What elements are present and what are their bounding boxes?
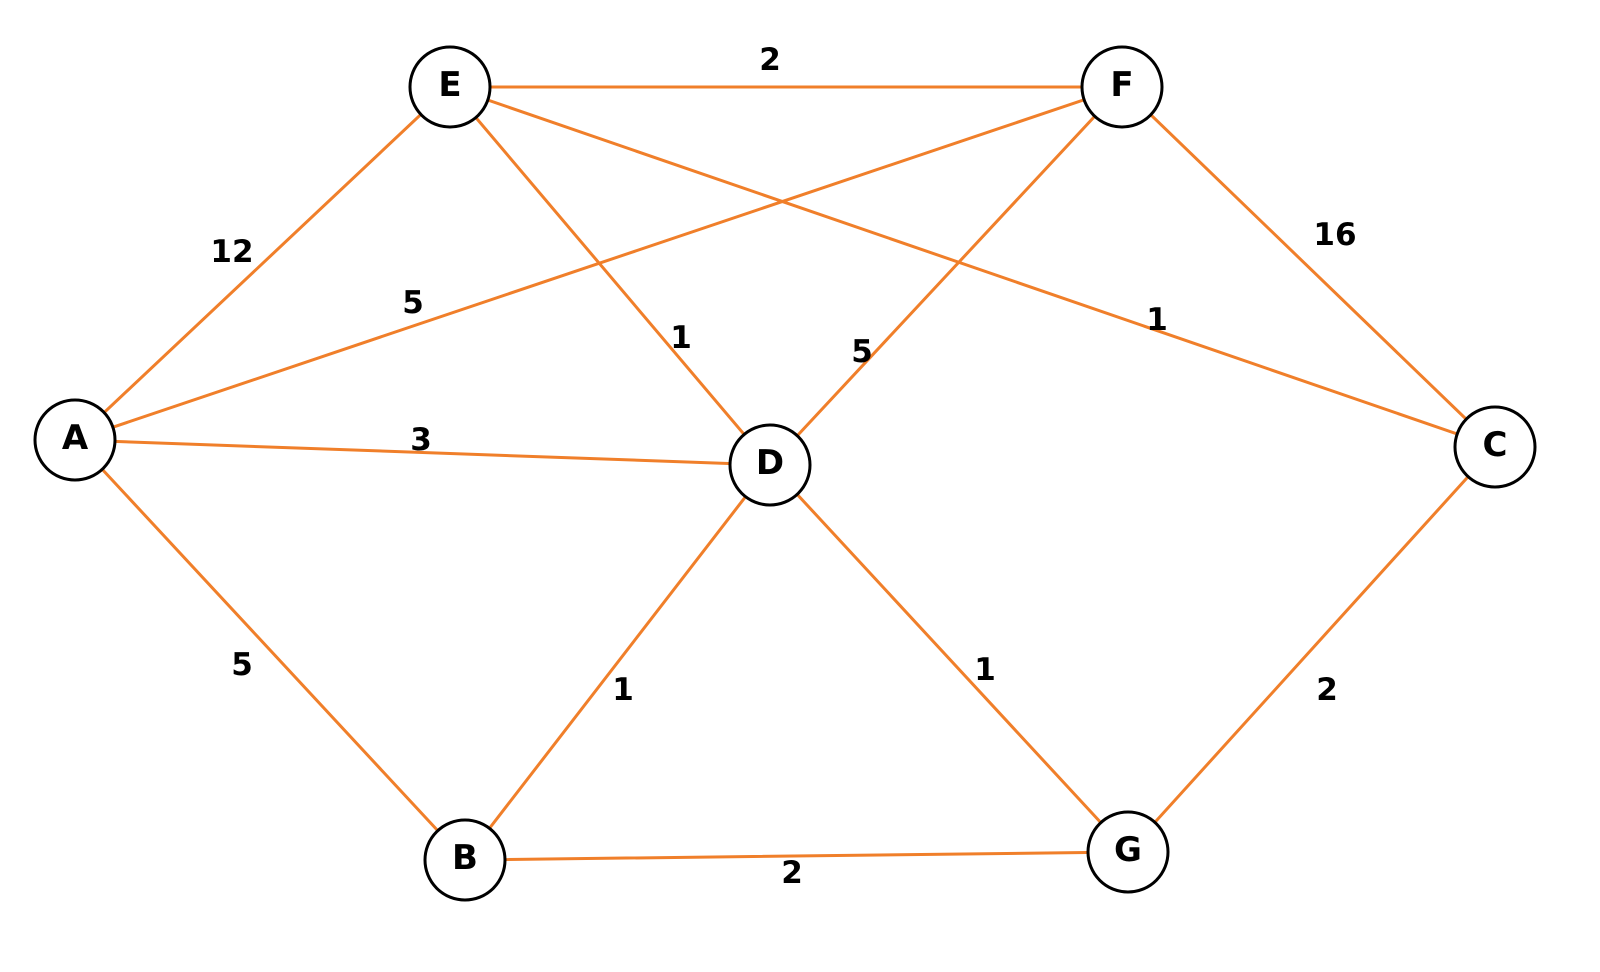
- edge-a-b: [73, 438, 467, 862]
- node-e: E: [408, 45, 492, 129]
- edge-e-c: [448, 85, 1497, 449]
- node-circle-a: [33, 398, 117, 482]
- edge-weight-f-c: 16: [1313, 217, 1356, 253]
- node-label-d: D: [756, 443, 784, 483]
- nodes-layer: A E F C D B G: [33, 45, 1537, 902]
- edge-d-g: [768, 463, 1130, 854]
- node-circle-d: [728, 423, 812, 507]
- edge-weight-d-b: 1: [612, 672, 634, 708]
- edge-e-d: [448, 85, 772, 467]
- edge-weight-f-d: 5: [851, 334, 873, 370]
- edge-weight-d-g: 1: [974, 652, 996, 688]
- edge-b-g: [463, 850, 1130, 862]
- node-label-g: G: [1114, 830, 1142, 870]
- node-label-f: F: [1110, 65, 1133, 105]
- node-circle-e: [408, 45, 492, 129]
- edge-weight-e-f: 2: [759, 42, 781, 78]
- edge-weight-e-d: 1: [670, 320, 692, 356]
- edge-a-d: [73, 438, 772, 467]
- edge-d-b: [463, 463, 772, 862]
- edge-weight-c-g: 2: [1316, 672, 1338, 708]
- edges-layer: [73, 85, 1497, 862]
- node-circle-c: [1453, 405, 1537, 489]
- node-c: C: [1453, 405, 1537, 489]
- node-label-e: E: [438, 65, 461, 105]
- edge-a-e: [73, 85, 452, 442]
- node-circle-g: [1086, 810, 1170, 894]
- node-circle-b: [423, 818, 507, 902]
- node-label-b: B: [452, 838, 478, 878]
- node-b: B: [423, 818, 507, 902]
- node-f: F: [1080, 45, 1164, 129]
- edge-f-c: [1120, 85, 1497, 449]
- edge-weight-a-e: 12: [210, 234, 253, 270]
- node-label-c: C: [1483, 425, 1508, 465]
- node-label-a: A: [62, 418, 89, 458]
- edge-weight-b-g: 2: [781, 855, 803, 891]
- edge-f-d: [768, 85, 1124, 467]
- edge-weight-a-d: 3: [410, 422, 432, 458]
- edge-c-g: [1126, 445, 1497, 854]
- edge-weight-a-f: 5: [402, 285, 424, 321]
- node-g: G: [1086, 810, 1170, 894]
- node-a: A: [33, 398, 117, 482]
- edge-weight-a-b: 5: [231, 647, 253, 683]
- edge-weight-e-c: 1: [1146, 302, 1168, 338]
- node-d: D: [728, 423, 812, 507]
- node-circle-f: [1080, 45, 1164, 129]
